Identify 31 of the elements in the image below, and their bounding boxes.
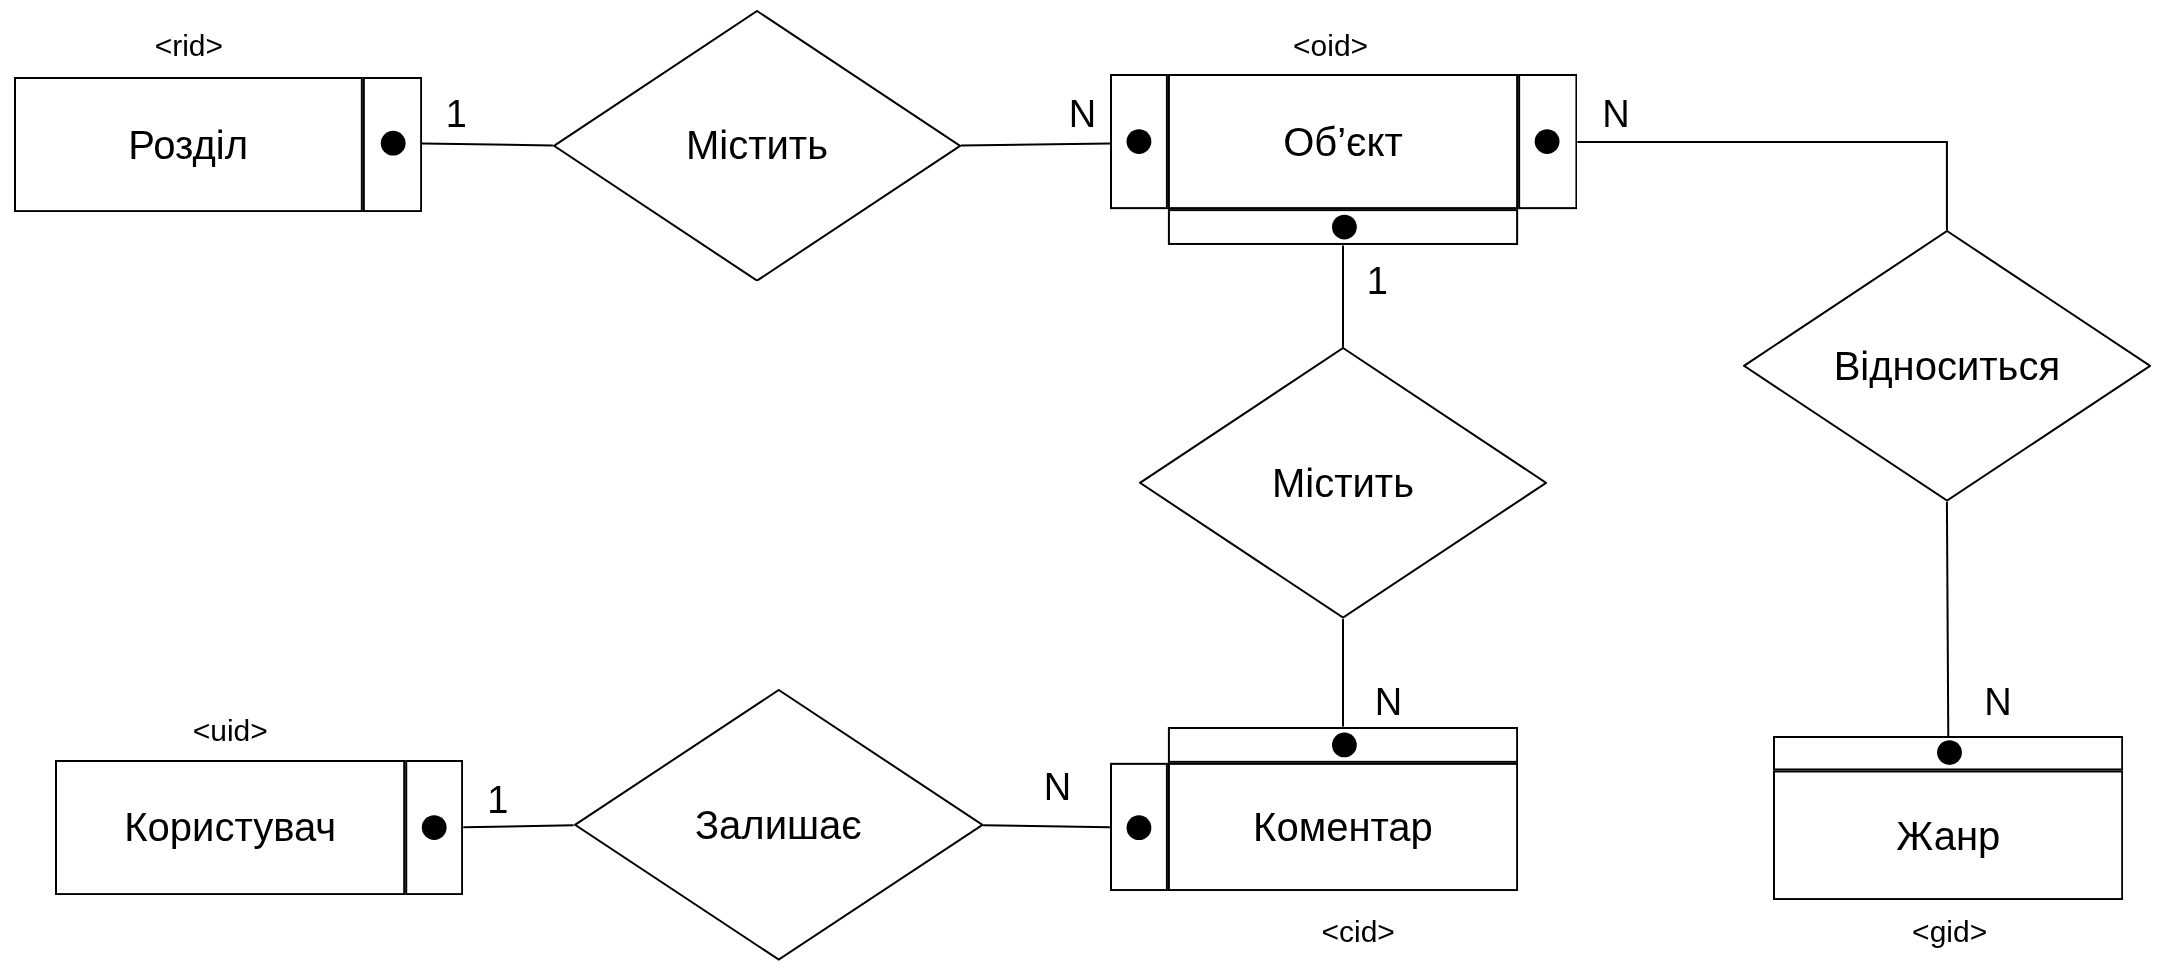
entity-box: [1109, 726, 1519, 891]
entity-name: Об’єкт: [1283, 122, 1403, 162]
key-attribute-label: <rid>: [154, 30, 224, 61]
key-attribute-label: <gid>: [1912, 917, 1988, 948]
connector-line: [420, 142, 554, 147]
connector-line: [462, 824, 575, 829]
connector-line: [982, 824, 1111, 829]
entity-box: [1773, 736, 2124, 901]
entity-box: [13, 77, 422, 213]
relationship-name: Відноситься: [1833, 346, 2061, 387]
connector-line: [1576, 141, 1948, 232]
entity-box: [1109, 74, 1578, 246]
key-attribute-label: <oid>: [1293, 30, 1369, 61]
connector-line: [1945, 500, 1950, 738]
relationship-diamond: [552, 9, 962, 282]
relationship-diamond: [1742, 230, 2151, 502]
key-attribute-label: <uid>: [192, 715, 268, 746]
relationship-name: Містить: [685, 125, 828, 166]
relationship-name: Містить: [1271, 463, 1414, 504]
connector-line: [1342, 244, 1344, 349]
connector-line: [960, 142, 1111, 147]
connector-line: [1342, 618, 1344, 728]
entity-name: Користувач: [124, 807, 337, 848]
key-attribute-label: <cid>: [1321, 917, 1395, 948]
relationship-name: Залишає: [694, 805, 862, 846]
relationship-diamond: [573, 689, 984, 962]
entity-name: Коментар: [1253, 806, 1433, 847]
entity-name: Розділ: [128, 124, 249, 165]
entity-box: [55, 759, 464, 895]
entity-name: Жанр: [1896, 815, 2001, 856]
relationship-diamond: [1138, 347, 1548, 620]
